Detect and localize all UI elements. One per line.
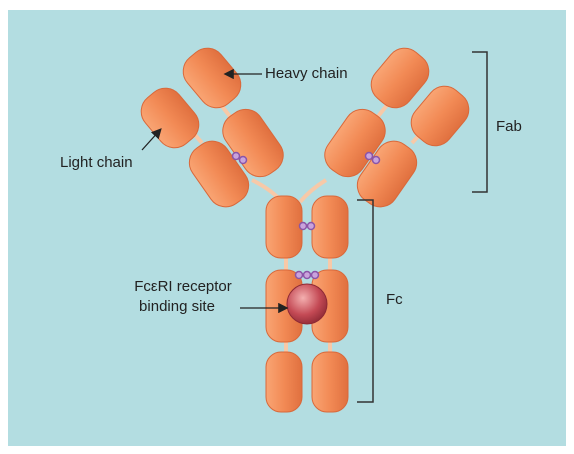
light-chain-arrow	[142, 130, 160, 150]
heavy-chain-label: Heavy chain	[265, 65, 348, 83]
fab-label: Fab	[496, 118, 522, 136]
fab-bracket	[472, 52, 487, 192]
fc-bracket	[357, 200, 373, 402]
receptor-binding-site	[287, 284, 327, 324]
receptor-label-line1: FcεRI receptor	[118, 278, 248, 296]
light-chain-label: Light chain	[60, 154, 133, 172]
fc-label: Fc	[386, 291, 403, 309]
receptor-label-line2: binding site	[118, 298, 236, 316]
